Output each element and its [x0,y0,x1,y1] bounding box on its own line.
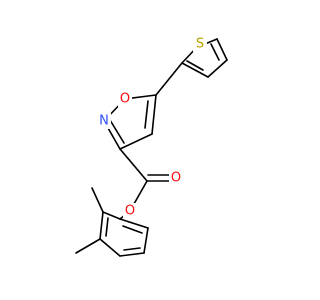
bond-b6-b1 [119,218,149,229]
bond-b6-b1-double [122,225,143,234]
bond-methyl-2 [75,238,101,254]
bond-b2-b3 [99,211,104,240]
s-label-bg [193,36,207,52]
bond-c3-c2 [181,62,209,78]
bond-c4-c3 [207,59,228,78]
bond-b3-b4 [99,238,121,257]
ester-oxygen-atom-label: O [125,204,135,219]
atom-labels: S O N O O [97,36,207,219]
bond-c4-c5-double [144,100,149,129]
structure-canvas: S O N O O [75,36,228,257]
molecule-structure: S O N O O [75,36,228,257]
bond-b1-b2 [102,211,121,220]
carbonyl-oxygen-atom-label: O [171,171,181,186]
bond-b4-b5-double [123,247,141,251]
bond-c2-c5isox [155,62,183,96]
bond-c3-c4 [119,133,153,150]
bond-c3-ccarbonyl [119,148,148,182]
bond-c4-c5 [151,94,157,135]
bond-c3-c2-double [186,60,204,71]
ring-oxygen-atom-label: O [120,92,130,107]
n-label-bg [97,113,111,129]
benzene-ring [75,187,149,257]
bond-b4-b5 [119,252,145,257]
o3-label-bg [123,203,137,219]
bond-b5-b6 [143,227,149,254]
nitrogen-atom-label: N [99,114,109,129]
bond-methyl-1 [91,187,104,213]
isoxazole-ring [103,94,157,150]
bond-b2-b3-double [105,217,109,237]
bond-c5-c4-double [210,43,220,61]
o1-label-bg [118,91,132,107]
bond-c5-c4 [216,38,228,61]
sulfur-atom-label: S [196,37,204,52]
o2-label-bg [169,170,183,186]
bond-n1-c3-double [109,119,125,144]
